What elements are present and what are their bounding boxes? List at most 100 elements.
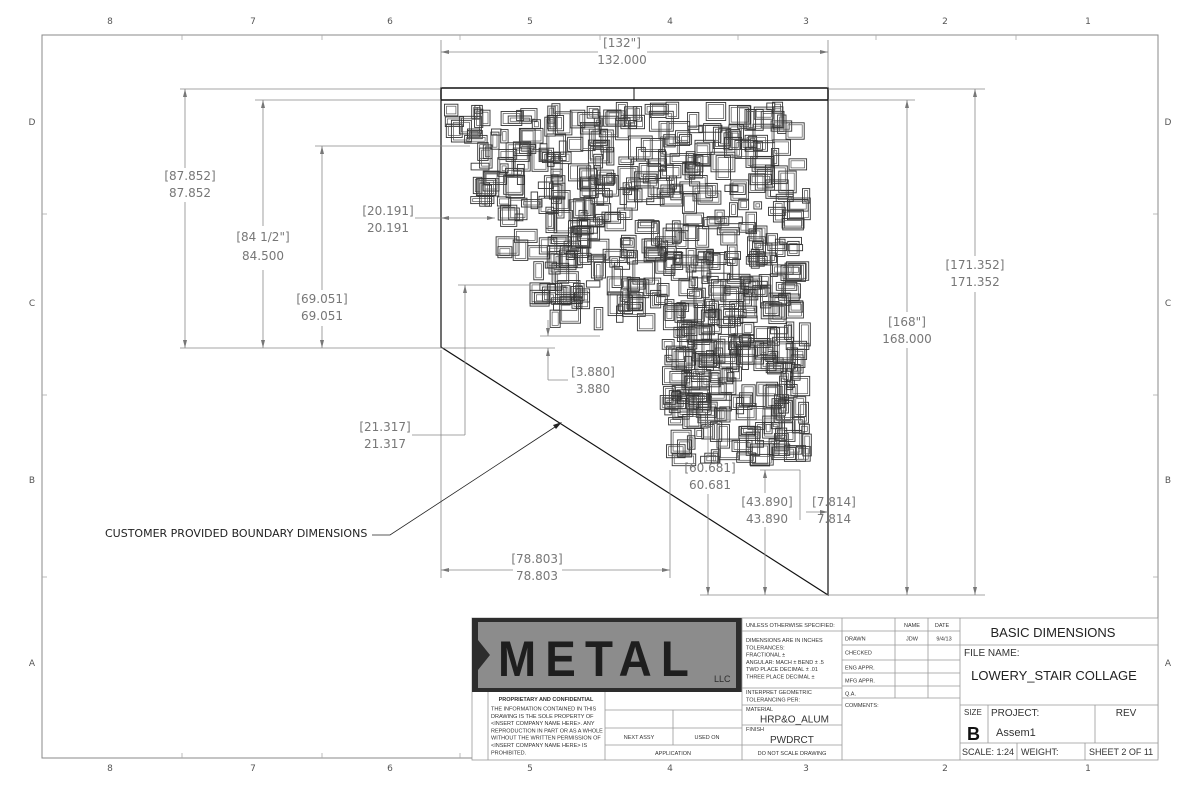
collage-rect xyxy=(539,143,548,161)
collage-rect-inner xyxy=(658,190,672,196)
collage-rect-inner xyxy=(579,114,599,124)
collage-rect-inner xyxy=(499,198,510,205)
collage-rect-inner xyxy=(776,402,791,422)
collage-rect-inner xyxy=(747,258,766,263)
collage-rect-inner xyxy=(653,223,658,244)
collage-rect xyxy=(663,134,676,148)
collage-rect xyxy=(500,111,523,126)
zone-column-label: 1 xyxy=(1085,17,1091,27)
collage-rect xyxy=(765,346,774,362)
collage-rect xyxy=(632,260,656,285)
collage-rect-inner xyxy=(772,407,780,428)
dim-width-top-bracket: [132"] xyxy=(603,36,641,50)
approval-date[interactable]: 9/4/13 xyxy=(936,637,951,643)
collage-rect xyxy=(479,147,493,169)
collage-rect-inner xyxy=(700,357,718,366)
dim-height-right-a-bracket: [60.681] xyxy=(684,461,735,475)
proprietary-text: THE INFORMATION CONTAINED IN THISDRAWING… xyxy=(491,707,603,757)
tolerance-line: TWO PLACE DECIMAL ± .01 xyxy=(746,667,818,673)
collage-rect-inner xyxy=(677,349,688,369)
dimension-labels: [132"] 132.000 [87.852] 87.852 [84 1/2"]… xyxy=(164,36,1004,583)
collage-rect-inner xyxy=(447,125,461,136)
collage-rect xyxy=(703,251,714,265)
collage-rect xyxy=(615,101,628,122)
collage-rect-inner xyxy=(636,222,658,232)
collage-rect-inner xyxy=(554,153,570,162)
collage-rect-inner xyxy=(715,128,728,147)
collage-rect-inner xyxy=(507,176,523,196)
collage-rect xyxy=(798,322,811,347)
collage-rect xyxy=(538,237,558,255)
collage-rect-inner xyxy=(624,298,644,315)
weight-label: WEIGHT: xyxy=(1021,747,1059,757)
collage-rect-inner xyxy=(687,250,695,271)
zone-row-label: C xyxy=(1165,299,1171,309)
collage-rect xyxy=(705,309,716,318)
collage-rect xyxy=(786,197,811,221)
collage-rect-inner xyxy=(570,201,584,219)
collage-rect-inner xyxy=(689,437,694,448)
collage-rect-inner xyxy=(793,366,799,379)
dim-offset-left-value: 20.191 xyxy=(367,221,409,235)
collage-rect-inner xyxy=(540,239,556,253)
collage-rect-inner xyxy=(660,123,668,138)
collage-rect-inner xyxy=(788,263,808,279)
collage-rect xyxy=(787,240,800,257)
collage-rect xyxy=(444,116,464,127)
collage-rect-inner xyxy=(570,229,579,250)
dim-offset-left-bracket: [20.191] xyxy=(362,204,413,218)
collage-rect-inner xyxy=(639,315,654,330)
collage-rect xyxy=(498,149,518,160)
collage-rect-inner xyxy=(671,373,688,382)
collage-rect xyxy=(668,175,677,190)
collage-rect xyxy=(701,259,710,284)
collage-rect xyxy=(628,292,644,311)
collage-rect-inner xyxy=(671,155,693,162)
collage-rect-inner xyxy=(618,296,631,312)
size-label: SIZE xyxy=(964,708,982,717)
approval-name[interactable]: JDW xyxy=(906,637,919,643)
collage-rect xyxy=(565,250,575,260)
collage-rect-inner xyxy=(603,213,619,222)
dim-height-left-inner-value: 69.051 xyxy=(301,309,343,323)
collage-rect xyxy=(512,239,529,261)
collage-rect-inner xyxy=(664,368,685,384)
collage-rect xyxy=(760,284,772,309)
collage-rect xyxy=(779,236,802,245)
collage-rect-inner xyxy=(751,253,763,265)
collage-rect xyxy=(679,181,701,194)
collage-rect xyxy=(705,182,718,198)
collage-rect-inner xyxy=(742,343,762,363)
collage-rect-inner xyxy=(712,451,719,462)
collage-rect xyxy=(752,140,763,151)
collage-rect-inner xyxy=(738,454,754,461)
dim-offset-right-value: 7.814 xyxy=(817,512,851,526)
collage-rect-inner xyxy=(710,302,717,319)
dim-height-lower-bracket: [21.317] xyxy=(359,420,410,434)
collage-rect-inner xyxy=(749,408,764,428)
collage-rect xyxy=(626,177,641,189)
collage-rect xyxy=(791,364,801,381)
collage-rect-inner xyxy=(476,110,482,126)
collage-rect xyxy=(708,252,721,270)
collage-rect-inner xyxy=(630,281,648,297)
collage-rect xyxy=(683,212,705,227)
collage-rect xyxy=(547,236,572,246)
collage-rect xyxy=(470,196,495,205)
collage-rect-inner xyxy=(521,146,535,152)
collage-rect xyxy=(724,285,749,295)
collage-rect xyxy=(679,327,698,350)
collage-rect xyxy=(560,285,571,306)
collage-rect-inner xyxy=(717,157,729,178)
collage-rect-inner xyxy=(551,184,564,198)
collage-rect xyxy=(585,280,601,288)
collage-rect-inner xyxy=(482,111,489,125)
collage-rect xyxy=(651,221,660,246)
collage-rect-inner xyxy=(688,411,706,427)
leader-line xyxy=(372,424,559,536)
collage-rect xyxy=(628,135,653,160)
collage-rect-inner xyxy=(767,348,772,360)
collage-rect xyxy=(770,404,782,430)
collage-rect-inner xyxy=(591,148,602,158)
collage-rect-inner xyxy=(535,263,542,279)
